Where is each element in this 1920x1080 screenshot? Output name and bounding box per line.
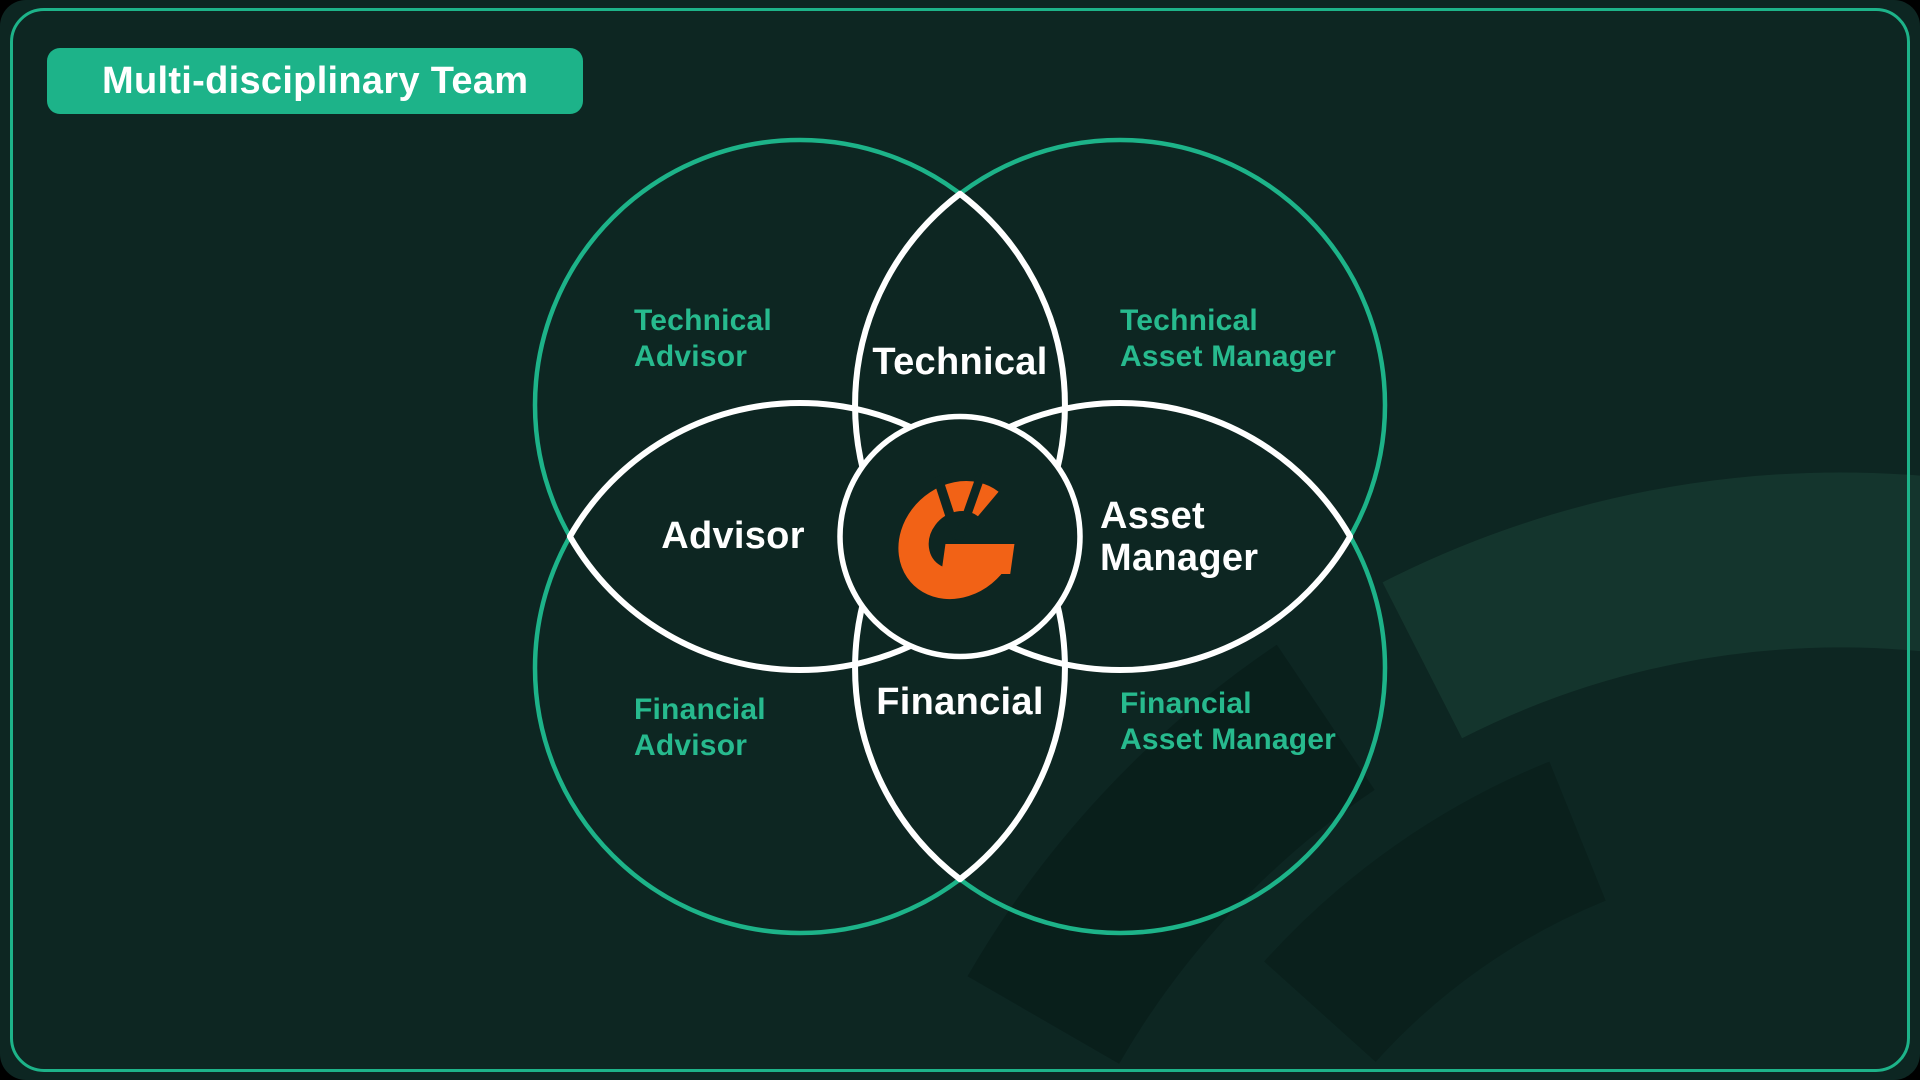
page-title: Multi-disciplinary Team (102, 60, 529, 102)
overlap-label-technical: Technical (872, 341, 1048, 383)
label-technical-advisor: Technical Advisor (634, 304, 772, 373)
ring-segment-light-icon (1382, 472, 1920, 739)
brand-logo-g-icon (898, 470, 1015, 600)
ring-segment-dark-icon (967, 644, 1376, 1065)
overlap-label-advisor: Advisor (661, 515, 805, 557)
overlap-label-financial: Financial (876, 681, 1044, 723)
logo-g-gap (953, 470, 987, 541)
label-financial-asset-manager: Financial Asset Manager (1120, 687, 1337, 756)
logo-g-arc (898, 481, 1008, 600)
label-financial-advisor: Financial Advisor (634, 693, 766, 762)
logo-g-bar (941, 544, 1015, 574)
ring-segment-inner-icon (1264, 761, 1607, 1063)
overlap-asset-manager-outline (886, 399, 1354, 674)
overlap-label-asset-manager: Asset Manager (1100, 495, 1259, 579)
label-technical-asset-manager: Technical Asset Manager (1120, 304, 1337, 373)
title-badge: Multi-disciplinary Team (47, 48, 584, 114)
logo-g-gap (932, 474, 963, 542)
